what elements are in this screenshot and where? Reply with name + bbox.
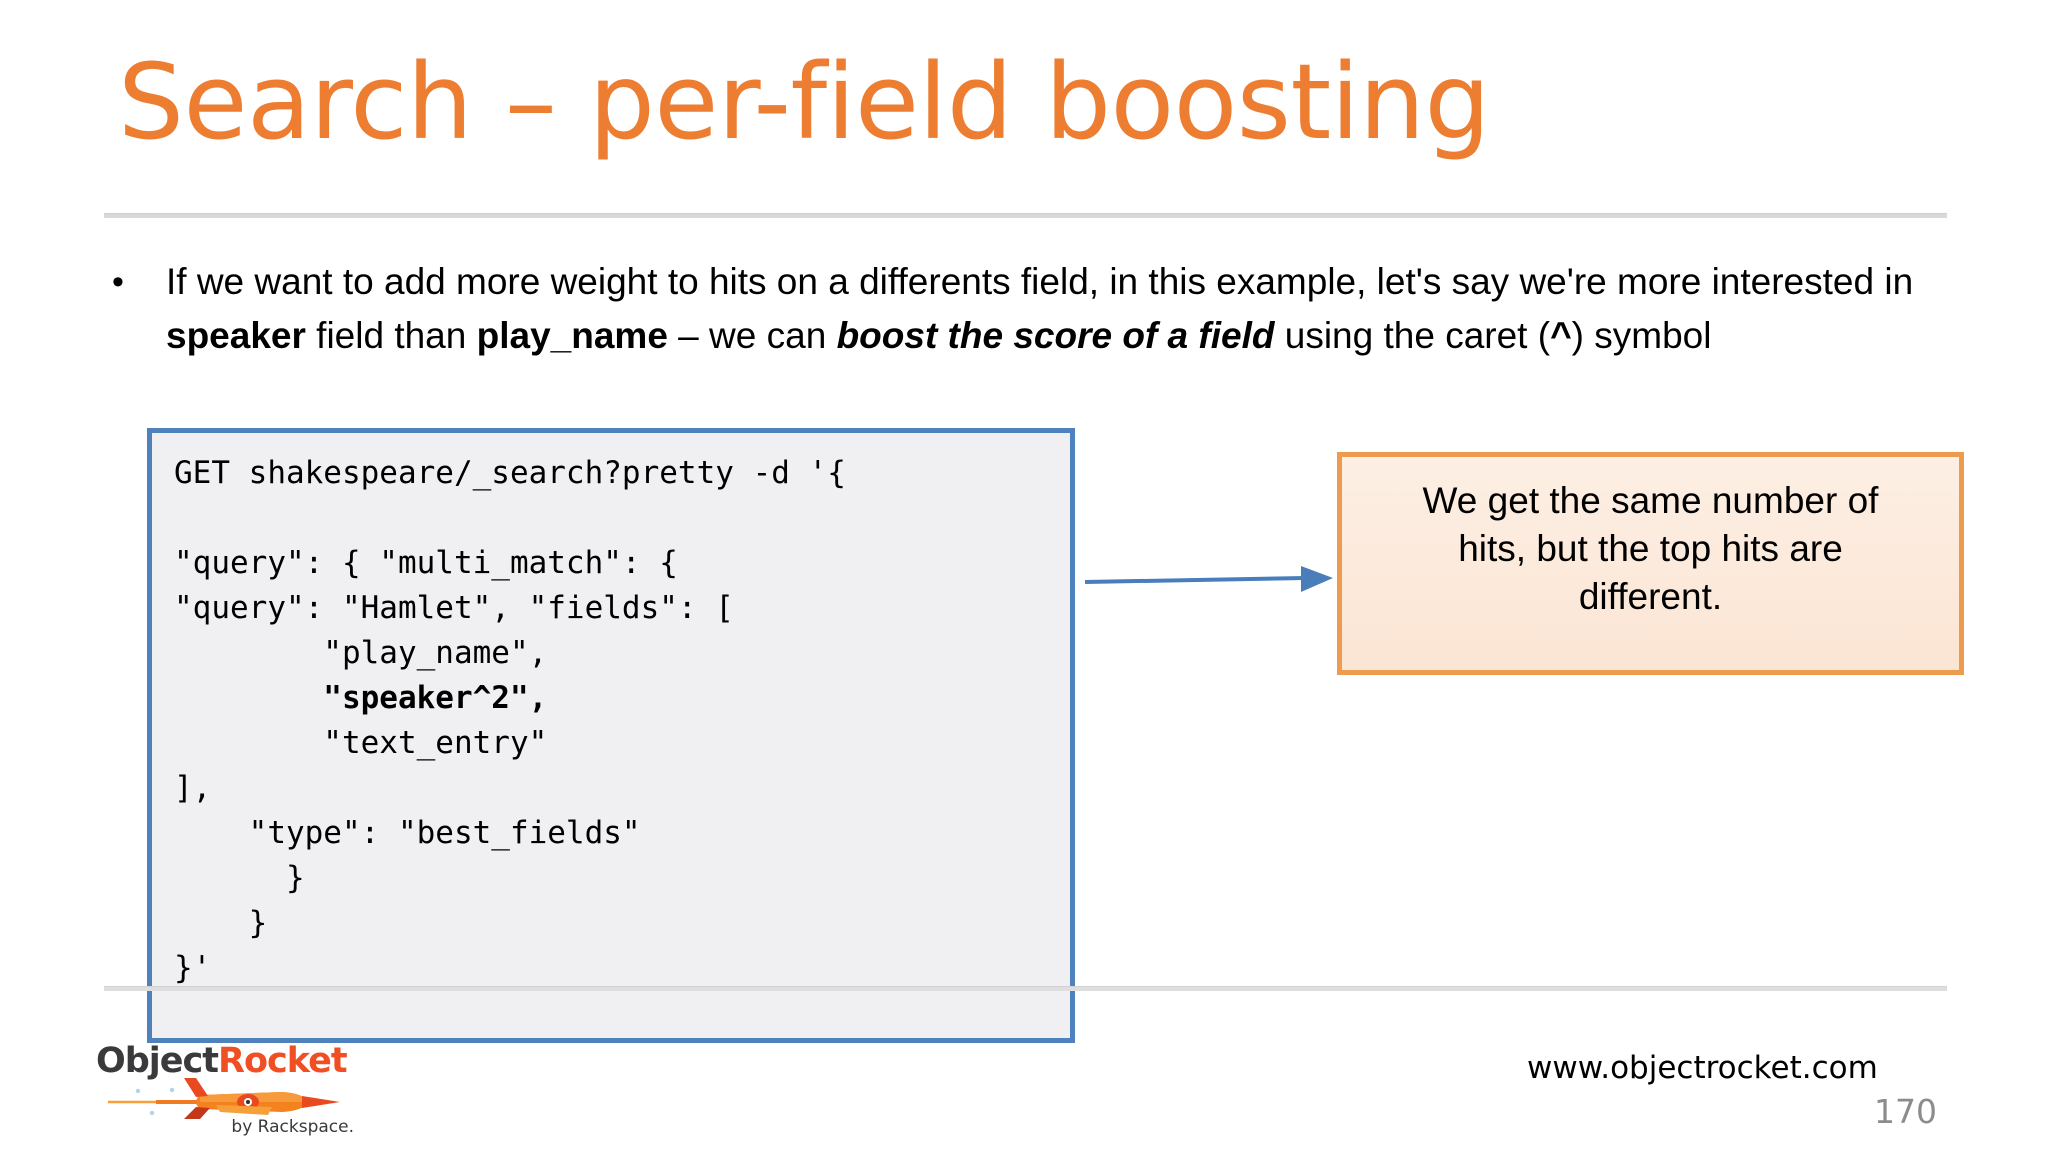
objectrocket-logo: ObjectRocket by Rackspace.: [96, 1043, 356, 1139]
logo-wordmark: ObjectRocket: [96, 1043, 356, 1079]
code-line-4: "query": "Hamlet", "fields": [: [174, 590, 734, 626]
bullet-list: • If we want to add more weight to hits …: [104, 255, 1954, 363]
code-line-3: "query": { "multi_match": {: [174, 545, 678, 581]
bullet-paragraph: If we want to add more weight to hits on…: [166, 255, 1954, 363]
bullet-bolditalic-boost: boost the score of a field: [836, 315, 1275, 356]
callout-text: We get the same number of hits, but the …: [1422, 480, 1879, 617]
page-number: 170: [1874, 1092, 1937, 1131]
rocket-icon: [108, 1078, 340, 1119]
logo-word-object: Object: [96, 1041, 219, 1081]
arrow-right-icon: [1085, 566, 1333, 592]
bullet-marker-icon: •: [112, 263, 124, 301]
bullet-text-segment-5: ) symbol: [1571, 315, 1712, 356]
code-line-11: }: [174, 905, 268, 941]
code-line-5: "play_name",: [174, 635, 548, 671]
code-line-12: }': [174, 950, 212, 986]
list-item: • If we want to add more weight to hits …: [104, 255, 1954, 363]
code-line-10: }: [174, 860, 305, 896]
bullet-text-segment-3: – we can: [667, 315, 837, 356]
code-line-8: ],: [174, 770, 212, 806]
bullet-text-segment-4: using the caret (: [1274, 315, 1551, 356]
bullet-bold-caret: ^: [1550, 315, 1572, 356]
callout-box: We get the same number of hits, but the …: [1337, 452, 1964, 675]
logo-word-rocket: Rocket: [218, 1041, 348, 1081]
code-block: GET shakespeare/_search?pretty -d '{ "qu…: [147, 428, 1075, 1043]
title-divider: [104, 213, 1947, 218]
bullet-text-segment-1: If we want to add more weight to hits on…: [166, 261, 1914, 302]
bullet-bold-play-name: play_name: [476, 315, 668, 356]
code-line-1: GET shakespeare/_search?pretty -d '{: [174, 455, 846, 491]
code-line-6-speaker-boost: "speaker^2",: [174, 680, 548, 716]
bullet-text-segment-2: field than: [305, 315, 477, 356]
logo-tagline: by Rackspace.: [231, 1117, 354, 1137]
page-title: Search – per-field boosting: [118, 41, 1491, 163]
code-content: GET shakespeare/_search?pretty -d '{ "qu…: [152, 433, 1070, 991]
code-line-9: "type": "best_fields": [174, 815, 641, 851]
code-line-7: "text_entry": [174, 725, 548, 761]
bullet-bold-speaker: speaker: [166, 315, 306, 356]
footer-divider: [104, 986, 1947, 991]
site-url: www.objectrocket.com: [1527, 1050, 1878, 1086]
